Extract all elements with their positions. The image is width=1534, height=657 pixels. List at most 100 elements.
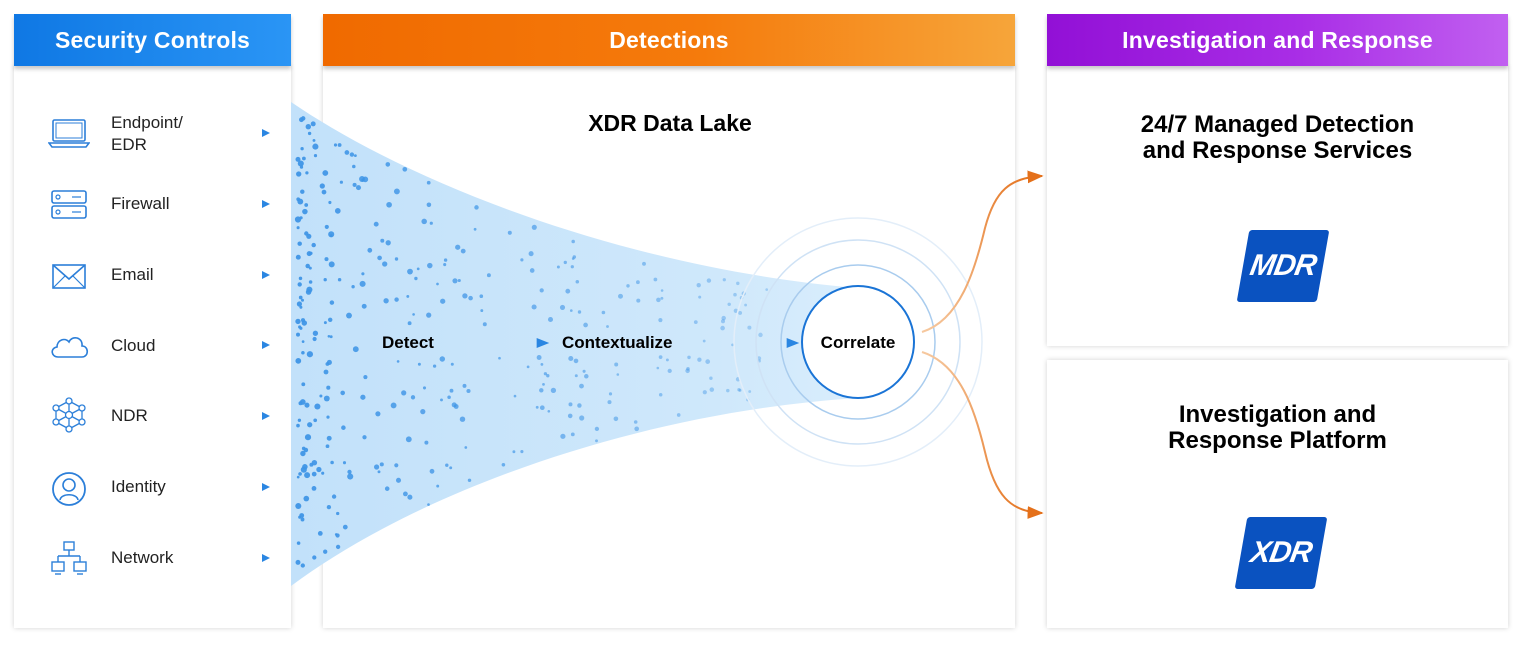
data-dot — [736, 281, 740, 286]
data-dot — [542, 383, 545, 386]
data-dot — [299, 117, 304, 123]
data-dot — [360, 394, 366, 400]
data-dot — [323, 369, 329, 375]
envelope-icon — [52, 264, 86, 289]
data-dot — [328, 200, 332, 205]
data-dot — [556, 265, 560, 269]
data-dot — [571, 239, 575, 244]
data-dot — [685, 368, 690, 374]
data-dot — [311, 459, 318, 466]
data-dot — [302, 156, 306, 161]
data-dot — [560, 433, 566, 439]
data-dot — [326, 504, 332, 510]
data-dot — [426, 312, 432, 318]
data-dot — [295, 318, 301, 325]
data-dot — [451, 402, 457, 408]
data-dot — [297, 418, 302, 422]
data-dot — [432, 364, 437, 368]
data-dot — [546, 374, 550, 378]
data-dot — [486, 273, 491, 278]
data-dot — [394, 463, 399, 468]
data-dot — [594, 426, 600, 432]
data-dot — [326, 385, 331, 390]
stage-detect: Detect — [382, 333, 434, 352]
data-dot — [402, 491, 408, 497]
source-label: NDR — [111, 406, 148, 425]
data-dot — [321, 471, 325, 475]
data-dot — [336, 511, 340, 516]
data-dot — [748, 390, 752, 393]
data-dot — [698, 295, 702, 299]
data-dot — [727, 302, 731, 307]
arrow-icon — [208, 554, 270, 562]
data-dot — [319, 394, 323, 398]
data-dot — [347, 469, 352, 475]
data-dot — [329, 335, 333, 339]
data-dot — [520, 258, 524, 262]
data-dot — [459, 416, 466, 422]
data-dot — [709, 387, 715, 392]
data-dot — [337, 277, 342, 282]
source-label: Firewall — [111, 194, 170, 213]
xdr-title-line1: Investigation and — [1178, 401, 1377, 428]
arrow-icon — [208, 341, 270, 349]
correlate-circle — [801, 285, 915, 399]
data-dot — [614, 362, 619, 367]
data-dot — [687, 355, 691, 360]
data-dot — [513, 394, 517, 398]
data-dot — [300, 450, 306, 457]
data-dot — [307, 131, 312, 136]
data-dot — [351, 285, 355, 289]
data-dot — [295, 502, 302, 510]
data-dot — [738, 388, 742, 392]
data-dot — [667, 368, 672, 374]
source-cloud: Cloud — [48, 322, 278, 370]
data-dot — [306, 233, 312, 239]
data-dot — [337, 143, 342, 147]
data-dot — [327, 334, 331, 338]
data-dot — [607, 400, 612, 405]
data-dot — [705, 359, 711, 364]
data-dot — [312, 555, 317, 560]
data-dot — [303, 495, 310, 502]
data-dot — [296, 301, 302, 307]
data-dot — [296, 226, 300, 230]
data-dot — [733, 292, 737, 297]
data-dot — [305, 171, 309, 175]
arrow-icon — [208, 483, 270, 491]
cloud-icon — [51, 337, 89, 358]
data-dot — [331, 494, 337, 499]
data-dot — [721, 315, 726, 321]
data-dot — [747, 325, 752, 330]
data-dots — [294, 116, 769, 568]
data-dot — [386, 201, 392, 208]
data-dot — [299, 216, 303, 220]
data-dot — [327, 317, 333, 323]
data-dot — [447, 395, 451, 399]
data-lake-title: XDR Data Lake — [588, 110, 752, 136]
data-dot — [363, 375, 368, 380]
data-dot — [429, 221, 433, 225]
data-dot — [535, 405, 539, 409]
data-dot — [310, 121, 316, 127]
data-dot — [402, 166, 408, 172]
data-dot — [559, 304, 566, 310]
data-dot — [297, 241, 302, 246]
data-dot — [539, 288, 544, 293]
firewall-icon — [51, 190, 87, 219]
data-dot — [299, 399, 306, 405]
data-dot — [420, 409, 426, 415]
data-dot — [302, 464, 308, 470]
data-dot — [520, 450, 524, 454]
data-dot — [568, 402, 573, 407]
data-dot — [466, 388, 471, 394]
data-dot — [355, 185, 362, 191]
data-dot — [571, 257, 575, 260]
xdr-title-line2: Response Platform — [1168, 427, 1387, 454]
mdr-title: 24/7 Managed Detection and Response Serv… — [1047, 112, 1508, 164]
data-dot — [401, 390, 407, 396]
data-dot — [462, 383, 467, 388]
data-dot — [665, 358, 669, 362]
data-dot — [308, 266, 312, 270]
data-dot — [582, 369, 586, 373]
